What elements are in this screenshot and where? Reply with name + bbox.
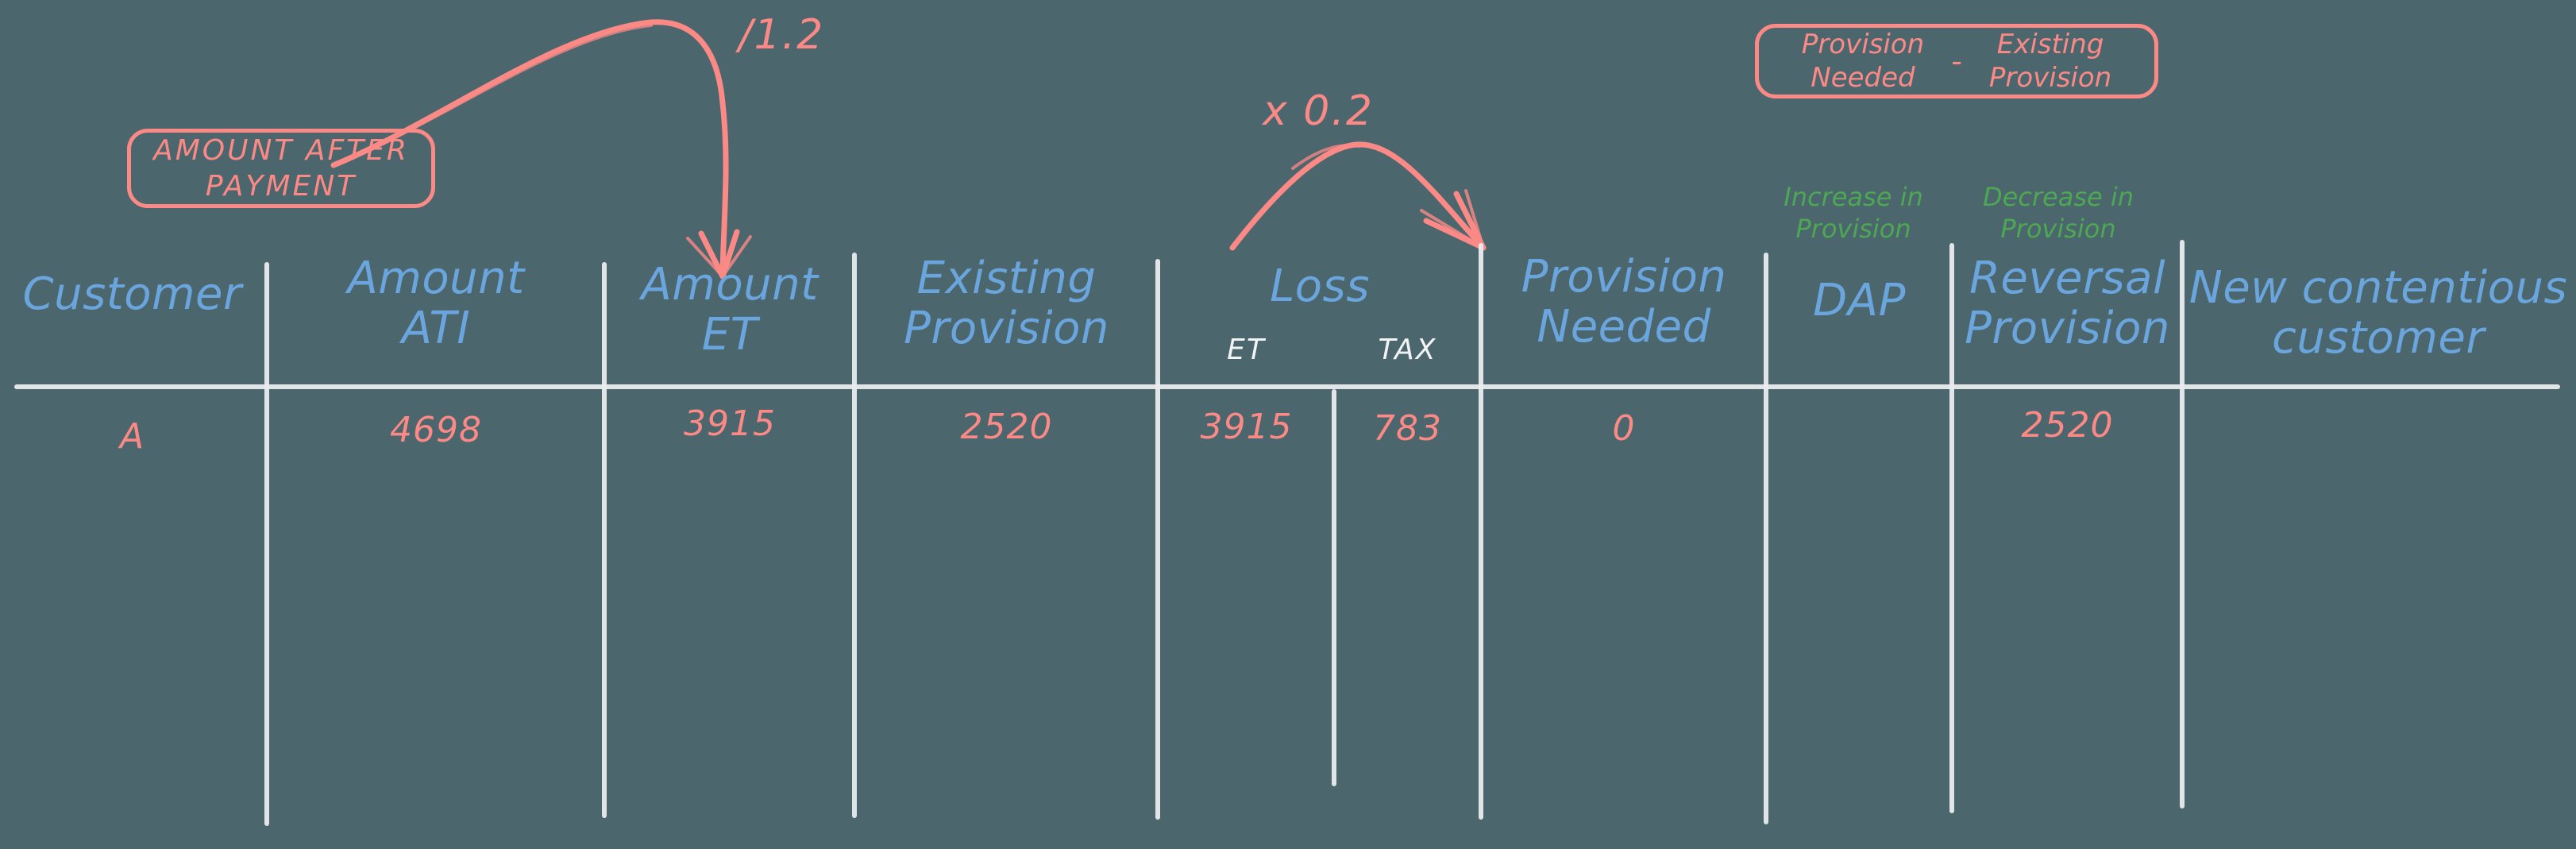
column-header-amount-ati: Amount ATI (347, 253, 525, 354)
cell-loss-et: 3915 (1200, 407, 1293, 447)
column-divider-loss (1479, 243, 1483, 820)
column-subheader-loss-tax: TAX (1378, 334, 1437, 366)
amount-after-payment-label: AMOUNT AFTER PAYMENT (153, 134, 409, 203)
formula-left-operand: Provision Needed (1801, 28, 1925, 95)
cell-loss-tax: 783 (1373, 408, 1442, 449)
column-divider-dap (1949, 243, 1954, 813)
formula-right-operand: Existing Provision (1988, 28, 2112, 95)
column-divider-amount-ati (602, 262, 607, 818)
decrease-in-provision-label: Decrease in Provision (1982, 182, 2134, 244)
formula-operator: - (1951, 44, 1962, 79)
loss-tax-arc-arrow (1229, 141, 1487, 251)
column-header-amount-et: Amount ET (641, 259, 819, 361)
column-header-reversal-provision: Reversal Provision (1965, 253, 2170, 354)
cell-existing-provision: 2520 (960, 407, 1053, 447)
column-header-provision-needed: Provision Needed (1521, 251, 1727, 353)
column-header-new-contentious-customer: New contentious customer (2188, 262, 2568, 364)
multiply-by-0-2-label: x 0.2 (1263, 87, 1374, 135)
column-header-loss: Loss (1270, 260, 1370, 312)
increase-in-provision-label: Increase in Provision (1784, 182, 1923, 244)
cell-amount-et: 3915 (684, 403, 776, 444)
column-divider-existing-provision (1155, 259, 1160, 820)
column-header-existing-provision: Existing Provision (904, 253, 1109, 354)
amount-after-payment-callout: AMOUNT AFTER PAYMENT (127, 129, 435, 208)
cell-provision-needed: 0 (1612, 408, 1636, 449)
cell-amount-ati: 4698 (390, 410, 482, 450)
provision-formula-callout: Provision Needed - Existing Provision (1755, 24, 2158, 98)
column-subheader-loss-et: ET (1227, 334, 1266, 366)
column-divider-loss-et-tax (1332, 389, 1336, 786)
column-header-dap: DAP (1813, 275, 1906, 326)
divide-by-1-2-label: /1.2 (738, 11, 825, 59)
table-header-rule (14, 384, 2560, 389)
column-divider-amount-et (852, 253, 857, 818)
column-header-customer: Customer (22, 268, 242, 320)
column-divider-provision-needed (1764, 253, 1768, 824)
column-divider-customer (264, 262, 269, 826)
cell-reversal-provision: 2520 (2021, 405, 2114, 446)
column-divider-reversal-provision (2180, 240, 2185, 808)
cell-customer: A (119, 416, 145, 457)
